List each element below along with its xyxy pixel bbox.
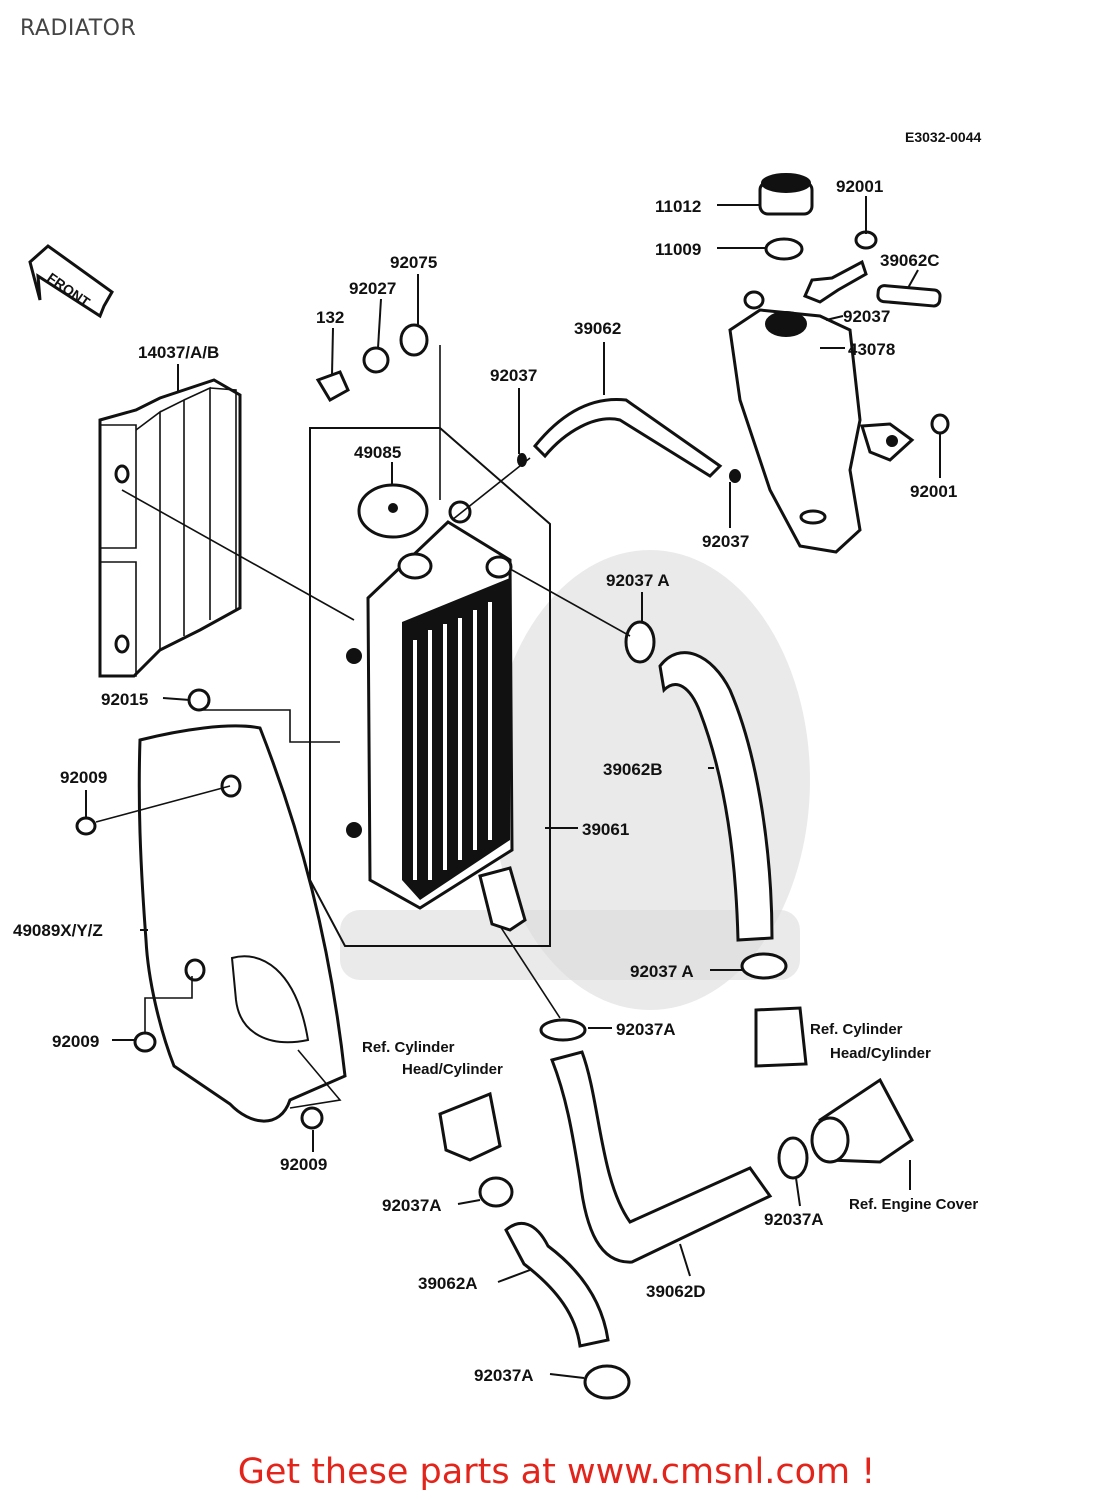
- radiator-louver: [98, 378, 242, 678]
- ref-cylinder-left-2: Head/Cylinder: [402, 1061, 503, 1078]
- fitting-right: [754, 1006, 808, 1068]
- part-label-92037-tank: 92037: [843, 307, 890, 326]
- reservoir-tank: [728, 173, 950, 554]
- part-label-11012: 11012: [655, 197, 701, 216]
- part-label-92037A-left: 92037A: [382, 1196, 442, 1215]
- fitting-left: [438, 1091, 502, 1162]
- part-label-92009-mid: 92009: [52, 1032, 99, 1051]
- part-label-92037A-center: 92037A: [616, 1020, 676, 1039]
- part-label-39062C: 39062C: [880, 251, 940, 270]
- part-label-92009-top: 92009: [60, 768, 107, 787]
- part-label-39062: 39062: [574, 319, 621, 338]
- part-label-39061: 39061: [582, 820, 629, 839]
- ref-engine-cover: Ref. Engine Cover: [849, 1196, 978, 1213]
- hose-39062D: [549, 1050, 773, 1264]
- ref-cylinder-right-1: Ref. Cylinder: [810, 1021, 903, 1038]
- radiator-core: [309, 427, 551, 947]
- part-label-92037A-upper: 92037 A: [606, 571, 670, 590]
- part-label-92027: 92027: [349, 279, 396, 298]
- page-title: RADIATOR: [20, 16, 137, 41]
- part-label-92037A-bottom: 92037A: [474, 1366, 534, 1385]
- part-label-49085: 49085: [354, 443, 401, 462]
- fitting-engine-cover: [810, 1077, 914, 1164]
- hose-39062B: [658, 651, 774, 942]
- part-label-92037-hose: 92037: [702, 532, 749, 551]
- part-label-132: 132: [316, 308, 344, 327]
- fasteners: [75, 323, 429, 1130]
- part-label-92001-bottom: 92001: [910, 482, 957, 501]
- radiator-shroud: [137, 724, 347, 1123]
- ref-cylinder-right-2: Head/Cylinder: [830, 1045, 931, 1062]
- part-label-39062A: 39062A: [418, 1274, 478, 1293]
- part-label-92015: 92015: [101, 690, 148, 709]
- radiator-cap: [357, 483, 429, 539]
- footer-link[interactable]: Get these parts at www.cmsnl.com !: [237, 1452, 876, 1492]
- leader-lines: [85, 196, 941, 1379]
- part-label-92009-bottom: 92009: [280, 1155, 327, 1174]
- hose-39062A: [504, 1221, 610, 1348]
- part-label-39062D: 39062D: [646, 1282, 706, 1301]
- diagram-code: E3032-0044: [905, 129, 982, 145]
- part-label-92001-top: 92001: [836, 177, 883, 196]
- front-arrow-icon: FRONT: [28, 244, 114, 319]
- part-label-92075: 92075: [390, 253, 437, 272]
- part-label-92037A-mid: 92037 A: [630, 962, 694, 981]
- part-label-49089: 49089X/Y/Z: [13, 921, 103, 940]
- part-label-39062B: 39062B: [603, 760, 663, 779]
- part-label-43078: 43078: [848, 340, 895, 359]
- part-label-11009: 11009: [655, 240, 701, 259]
- hose-39062: [532, 397, 723, 478]
- part-label-92037A-right: 92037A: [764, 1210, 824, 1229]
- part-label-14037: 14037/A/B: [138, 343, 219, 362]
- ref-cylinder-left-1: Ref. Cylinder: [362, 1039, 455, 1056]
- cms-watermark: [340, 550, 810, 1010]
- part-label-92037-upper: 92037: [490, 366, 537, 385]
